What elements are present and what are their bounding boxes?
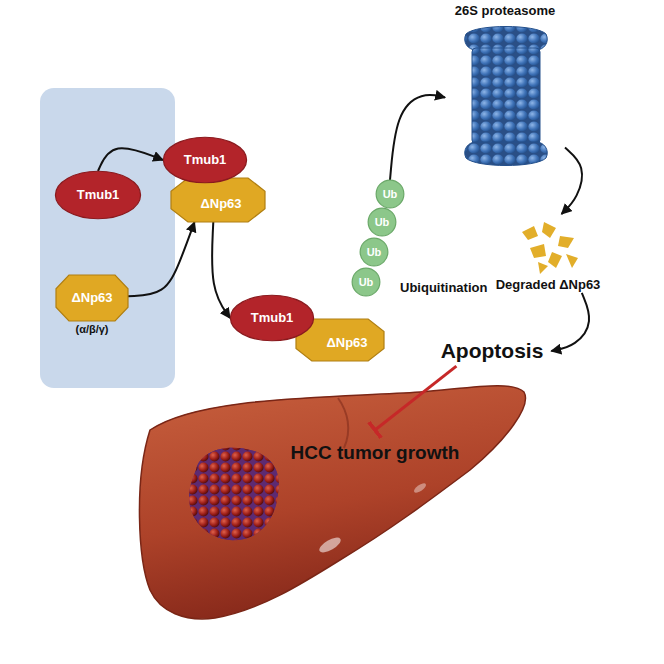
node-text: Degraded ΔNp63 bbox=[496, 278, 601, 293]
flow-arrow bbox=[212, 222, 230, 318]
protein-ellipse: Tmub1 bbox=[163, 137, 247, 183]
circle-shape bbox=[376, 180, 404, 208]
liver-illustration bbox=[139, 386, 525, 619]
node-text: Tmub1 bbox=[184, 153, 227, 168]
circle-shape bbox=[352, 268, 380, 296]
degraded-node: Degraded ΔNp63 bbox=[492, 214, 605, 293]
octagon-shape bbox=[56, 275, 128, 321]
ubiquitin-circle-body: Ub bbox=[360, 238, 388, 266]
node-text: Ub bbox=[359, 276, 374, 289]
ellipse-shape bbox=[55, 171, 140, 219]
ubiquitin-circle-body: Ub bbox=[376, 180, 404, 208]
complex-panel bbox=[40, 88, 175, 388]
protein-octagon: ΔNp63 (α/β/γ) bbox=[56, 275, 128, 336]
ubiquitin-circle-body: Ub bbox=[352, 268, 380, 296]
node-text: Tmub1 bbox=[77, 188, 120, 203]
flow-arrow bbox=[128, 222, 195, 296]
protein-ellipse-body: Tmub1 bbox=[55, 171, 141, 219]
node-text: Ub bbox=[367, 246, 382, 259]
outcome-text: Apoptosis bbox=[433, 336, 552, 366]
inhibition-line bbox=[375, 366, 456, 430]
picture-area bbox=[492, 214, 605, 278]
ubiquitin-circle-body: Ub bbox=[368, 208, 396, 236]
node-text: Ub bbox=[383, 188, 398, 201]
protein-ellipse: Tmub1 bbox=[55, 171, 141, 219]
protein-ellipse-body: Tmub1 bbox=[163, 137, 247, 183]
octagon-shape bbox=[296, 319, 384, 361]
protein-octagon: ΔNp63 bbox=[171, 178, 265, 222]
isoform-label: (α/β/γ) bbox=[75, 323, 108, 336]
ellipse-shape bbox=[230, 295, 313, 341]
proteasome-node: 26S proteasome bbox=[445, 4, 565, 171]
octagon-shape bbox=[171, 178, 265, 222]
flow-arrow bbox=[551, 293, 589, 351]
flow-arrow bbox=[98, 148, 163, 171]
node-text: Tmub1 bbox=[251, 311, 294, 326]
protein-octagon-body: ΔNp63 bbox=[56, 275, 128, 321]
ubiquitin-circle: Ub bbox=[376, 180, 404, 208]
flow-arrow bbox=[562, 148, 582, 214]
node-text: ΔNp63 bbox=[326, 336, 367, 351]
process-label: Ubiquitination bbox=[400, 280, 487, 295]
ubiquitin-circle: Ub bbox=[352, 268, 380, 296]
circle-shape bbox=[368, 208, 396, 236]
node-text: HCC tumor growth bbox=[291, 442, 460, 464]
protein-ellipse-body: Tmub1 bbox=[230, 295, 314, 341]
proteasome-illustration bbox=[465, 27, 548, 166]
degraded-fragments bbox=[522, 222, 578, 274]
ubiquitin-circle: Ub bbox=[368, 208, 396, 236]
ubiquitin-circle: Ub bbox=[360, 238, 388, 266]
outcome-text: HCC tumor growth bbox=[283, 430, 468, 468]
ellipse-shape bbox=[163, 137, 246, 183]
node-text: 26S proteasome bbox=[455, 4, 555, 19]
protein-ellipse: Tmub1 bbox=[230, 295, 314, 341]
node-text: Apoptosis bbox=[441, 339, 544, 363]
flow-arrow bbox=[390, 95, 445, 180]
protein-octagon-body: ΔNp63 bbox=[171, 178, 265, 222]
circle-shape bbox=[360, 238, 388, 266]
node-text: ΔNp63 bbox=[200, 197, 241, 212]
node-text: Ub bbox=[375, 216, 390, 229]
node-text: ΔNp63 bbox=[71, 291, 112, 306]
tumor-cells bbox=[186, 444, 282, 544]
picture-area bbox=[445, 19, 565, 171]
